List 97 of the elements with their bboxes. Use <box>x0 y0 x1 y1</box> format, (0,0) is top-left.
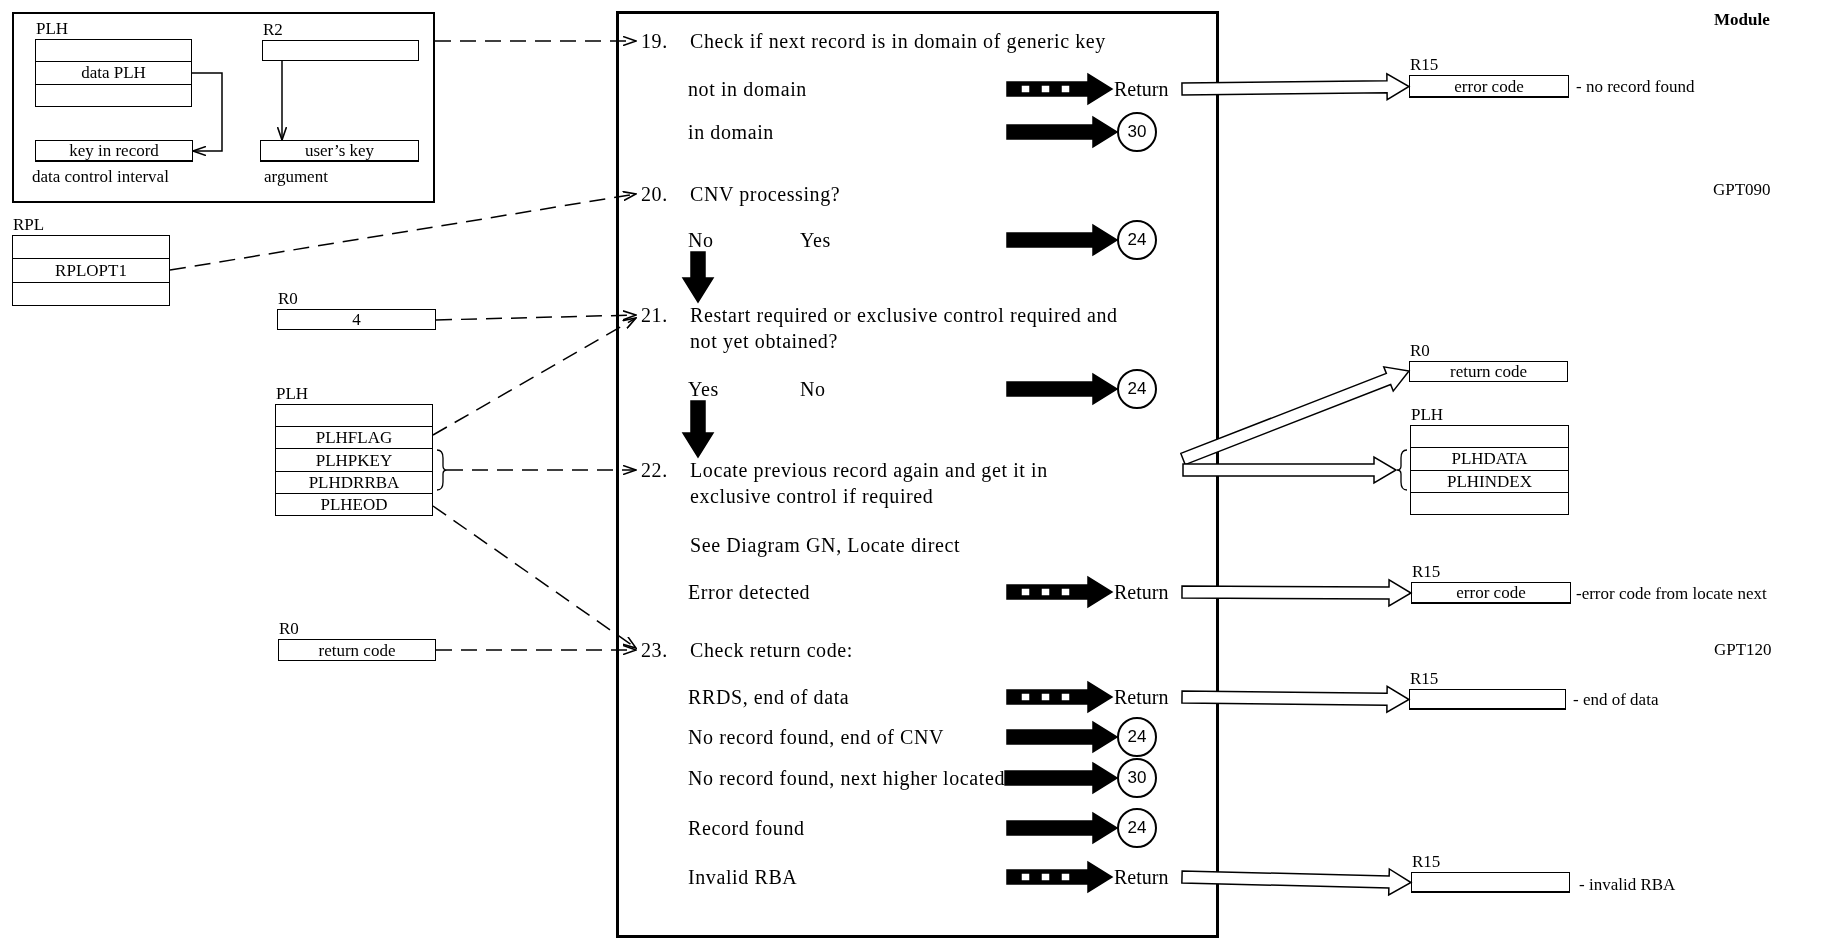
hollow-block-arrow <box>1181 72 1411 102</box>
module-heading: Module <box>1714 9 1770 31</box>
hollow-block-arrow <box>1181 867 1413 897</box>
dashed-arrow <box>432 505 637 649</box>
condition-label: No <box>688 228 715 252</box>
condition-label: No record found, next higher located <box>688 766 1006 790</box>
block-arrow <box>1006 223 1119 257</box>
field-name: PLHEOD <box>320 494 388 514</box>
step-text: CNV processing? <box>690 182 842 207</box>
register-label: R2 <box>263 20 283 39</box>
condition-label: No record found, end of CNV <box>688 725 945 749</box>
connector-circle: 24 <box>1117 369 1157 409</box>
hollow-block-arrow <box>1181 578 1413 608</box>
module-id: GPT120 <box>1714 639 1772 661</box>
block-arrow <box>1006 115 1119 149</box>
connector-circle: 24 <box>1117 808 1157 848</box>
block-arrow <box>681 400 715 459</box>
checkered-block-arrow <box>1006 680 1114 714</box>
note-text: - no record found <box>1576 77 1695 96</box>
field-name: PLHPKEY <box>315 450 393 470</box>
dashed-arrow <box>434 35 637 47</box>
step-text: Restart required or exclusive control required and not yet obtained? <box>690 303 1119 354</box>
field-name: PLHDATA <box>1451 449 1528 469</box>
step-text: Check if next record is in domain of generic key <box>690 29 1107 54</box>
block-arrow <box>1004 761 1119 795</box>
group-frame <box>12 12 435 203</box>
hollow-block-arrow <box>1182 455 1398 485</box>
checkered-block-arrow <box>1006 72 1114 106</box>
step-text: Locate previous record again and get it in exclusive control if required <box>690 458 1049 509</box>
step-number: 20. <box>641 182 668 207</box>
register-label: R15 <box>1412 852 1441 871</box>
block-arrow <box>1006 372 1119 406</box>
field-name: error code <box>1456 583 1526 602</box>
condition-label: No <box>800 377 826 401</box>
connector-circle: 24 <box>1117 717 1157 757</box>
dashed-arrow <box>435 644 637 656</box>
field-name: return code <box>318 640 396 660</box>
register-label: R15 <box>1410 669 1439 688</box>
connector-circle: 30 <box>1117 758 1157 798</box>
hollow-block-arrow <box>1179 365 1411 466</box>
note-text: argument <box>264 167 328 186</box>
note-text: - invalid RBA <box>1579 875 1676 894</box>
register-label: R0 <box>1410 341 1430 360</box>
condition-label: RRDS, end of data <box>688 685 850 709</box>
step-number: 19. <box>641 29 668 54</box>
register-label: R15 <box>1412 562 1441 581</box>
field-name: data PLH <box>81 63 146 83</box>
condition-label: Yes <box>688 377 720 401</box>
register-label: R0 <box>278 289 298 308</box>
condition-label: in domain <box>688 120 774 144</box>
condition-label: not in domain <box>688 77 807 101</box>
condition-label: Invalid RBA <box>688 865 798 889</box>
field-name: return code <box>1450 362 1527 381</box>
field-name: PLHFLAG <box>315 428 393 448</box>
register-label: RPL <box>13 215 45 234</box>
block-arrow <box>1006 720 1119 754</box>
register-label: R15 <box>1410 55 1439 74</box>
register-label: R0 <box>279 619 299 638</box>
step-number: 22. <box>641 458 668 483</box>
reference-note: See Diagram GN, Locate direct <box>690 533 961 557</box>
connector-circle: 24 <box>1117 220 1157 260</box>
return-label: Return <box>1114 685 1170 709</box>
note-text: -error code from locate next <box>1576 584 1767 603</box>
note-text: - end of data <box>1573 690 1659 709</box>
register-label: PLH <box>36 19 69 38</box>
checkered-block-arrow <box>1006 860 1114 894</box>
hollow-block-arrow <box>1181 684 1411 714</box>
block-arrow <box>1006 811 1119 845</box>
field-name: user’s key <box>304 141 375 160</box>
block-arrow <box>681 251 715 304</box>
note-text: data control interval <box>32 167 169 186</box>
connector-circle: 30 <box>1117 112 1157 152</box>
field-name: PLHDRRBA <box>308 472 400 492</box>
field-name: key in record <box>69 141 159 160</box>
return-label: Return <box>1114 77 1170 101</box>
field-name: PLHINDEX <box>1447 471 1532 491</box>
arrow <box>191 72 223 157</box>
step-number: 21. <box>641 303 668 328</box>
arrow <box>276 60 288 141</box>
condition-label: Record found <box>688 816 805 840</box>
return-label: Return <box>1114 865 1170 889</box>
register-label: PLH <box>1411 405 1444 424</box>
step-number: 23. <box>641 638 668 663</box>
checkered-block-arrow <box>1006 575 1114 609</box>
dashed-arrow <box>169 190 637 271</box>
dashed-arrow <box>432 317 637 436</box>
dashed-arrow <box>446 464 637 476</box>
register-label: PLH <box>276 384 309 403</box>
return-label: Return <box>1114 580 1170 604</box>
module-id: GPT090 <box>1713 179 1771 201</box>
field-name: RPLOPT1 <box>55 261 127 280</box>
step-text: Check return code: <box>690 638 854 663</box>
field-name: error code <box>1454 76 1524 96</box>
condition-label: Error detected <box>688 580 811 604</box>
field-name: 4 <box>352 310 361 329</box>
condition-label: Yes <box>800 228 831 252</box>
dashed-arrow <box>435 310 637 321</box>
